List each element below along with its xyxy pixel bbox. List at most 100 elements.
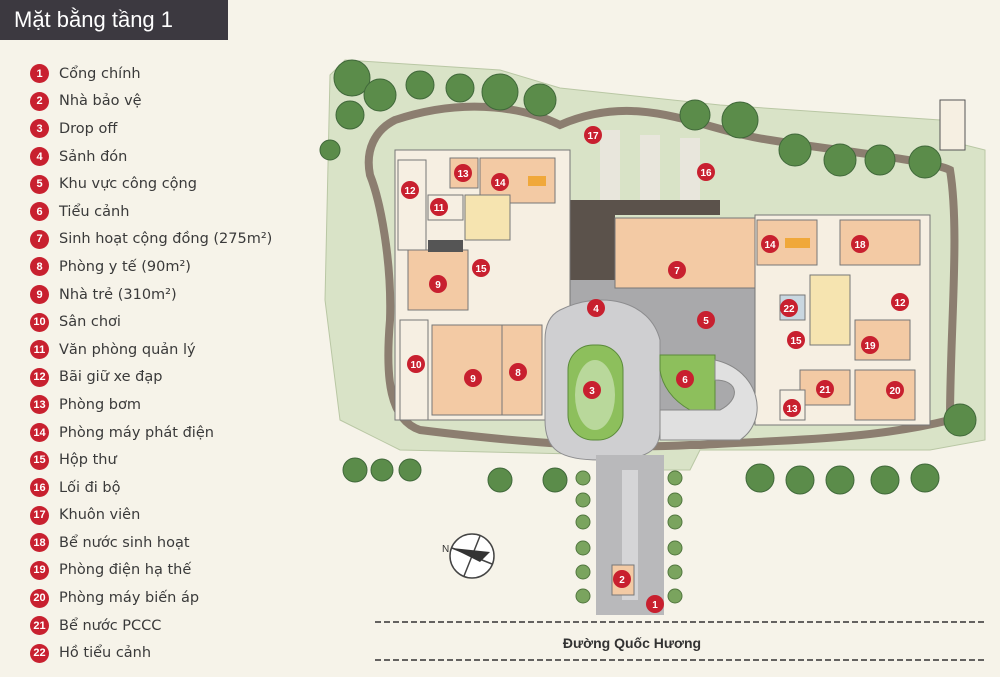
map-marker: 21	[816, 380, 834, 398]
legend-item: 14 Phòng máy phát điện	[30, 419, 330, 447]
room-9	[431, 324, 503, 416]
marker-badge: 5	[30, 174, 49, 194]
marker-badge: 16	[30, 478, 49, 498]
marker-badge: 19	[30, 560, 49, 580]
marker-label: 11	[434, 203, 445, 214]
marker-label: 20	[889, 386, 901, 397]
map-marker: 16	[697, 163, 715, 181]
dark-room	[428, 240, 463, 252]
legend-label: Phòng bơm	[59, 396, 142, 413]
marker-label: 6	[682, 375, 688, 386]
marker-label: 9	[470, 374, 476, 385]
legend-label: Sảnh đón	[59, 148, 128, 165]
dark-deck	[565, 205, 615, 280]
legend-label: Bể nước sinh hoạt	[59, 534, 190, 551]
legend-label: Bãi giữ xe đạp	[59, 369, 163, 386]
legend-item: 17 Khuôn viên	[30, 502, 330, 530]
legend-label: Hộp thư	[59, 452, 117, 469]
map-marker: 13	[783, 399, 801, 417]
legend-label: Nhà trẻ (310m²)	[59, 286, 177, 303]
marker-badge: 4	[30, 147, 49, 167]
marker-badge: 2	[30, 91, 49, 111]
legend-label: Phòng máy phát điện	[59, 424, 214, 441]
marker-label: 9	[435, 280, 441, 291]
map-marker: 10	[407, 355, 425, 373]
map-marker: 9	[464, 369, 482, 387]
legend-item: 12 Bãi giữ xe đạp	[30, 364, 330, 392]
marker-badge: 7	[30, 229, 49, 249]
compass-icon: N	[442, 533, 495, 579]
legend-item: 9 Nhà trẻ (310m²)	[30, 281, 330, 309]
marker-badge: 12	[30, 367, 49, 387]
map-marker: 9	[429, 275, 447, 293]
map-marker: 2	[613, 570, 631, 588]
tower-right	[939, 99, 966, 151]
legend-label: Cổng chính	[59, 65, 141, 82]
road-label: Đường Quốc Hương	[563, 635, 701, 651]
marker-label: 17	[587, 131, 599, 142]
legend-label: Hồ tiểu cảnh	[59, 645, 152, 662]
marker-label: 14	[494, 178, 506, 189]
marker-badge: 6	[30, 202, 49, 222]
marker-label: 12	[404, 186, 416, 197]
marker-label: 13	[786, 404, 798, 415]
room-12-left	[397, 159, 427, 251]
marker-label: 22	[783, 304, 795, 315]
marker-label: 10	[410, 360, 422, 371]
legend-label: Phòng máy biến áp	[59, 590, 200, 607]
walking-path	[364, 102, 959, 451]
marker-label: 21	[819, 385, 831, 396]
legend-label: Khuôn viên	[59, 507, 141, 524]
marker-badge: 22	[30, 643, 49, 663]
marker-label: 2	[619, 575, 625, 586]
legend-label: Drop off	[59, 120, 118, 137]
map-marker: 14	[491, 173, 509, 191]
map-marker: 3	[583, 381, 601, 399]
map-marker: 12	[401, 181, 419, 199]
marker-badge: 21	[30, 616, 49, 636]
map-marker: 15	[472, 259, 490, 277]
marker-badge: 9	[30, 285, 49, 305]
map-marker: 4	[587, 299, 605, 317]
page-title: Mặt bằng tầng 1	[0, 0, 228, 40]
marker-badge: 18	[30, 533, 49, 553]
legend-label: Sân chơi	[59, 314, 121, 331]
legend-item: 6 Tiểu cảnh	[30, 198, 330, 226]
map-marker: 14	[761, 235, 779, 253]
map-marker: 11	[430, 198, 448, 216]
marker-label: 15	[790, 336, 802, 347]
service-core-right	[809, 274, 851, 346]
ramp	[659, 359, 758, 441]
map-marker: 12	[891, 293, 909, 311]
trees	[319, 59, 977, 495]
marker-label: 13	[457, 169, 469, 180]
marker-badge: 14	[30, 423, 49, 443]
marker-label: 3	[589, 386, 595, 397]
map-marker: 22	[780, 299, 798, 317]
legend-item: 7 Sinh hoạt cộng đồng (275m²)	[30, 226, 330, 254]
marker-badge: 13	[30, 395, 49, 415]
legend-label: Tiểu cảnh	[59, 203, 130, 220]
marker-badge: 17	[30, 505, 49, 525]
legend-item: 2 Nhà bảo vệ	[30, 88, 330, 116]
map-markers: 17 16 12 13 14 11 15 9 4 7 5 14 18 22 12…	[401, 126, 909, 613]
legend-label: Bể nước PCCC	[59, 617, 162, 634]
avenue-trees	[575, 470, 683, 604]
legend-item: 13 Phòng bơm	[30, 391, 330, 419]
map-marker: 7	[668, 261, 686, 279]
marker-label: 7	[674, 266, 680, 277]
marker-badge: 1	[30, 64, 49, 84]
legend-label: Nhà bảo vệ	[59, 93, 142, 110]
marker-label: 19	[864, 341, 876, 352]
map-marker: 1	[646, 595, 664, 613]
legend-label: Sinh hoạt cộng đồng (275m²)	[59, 231, 273, 248]
marker-label: 14	[764, 240, 776, 251]
